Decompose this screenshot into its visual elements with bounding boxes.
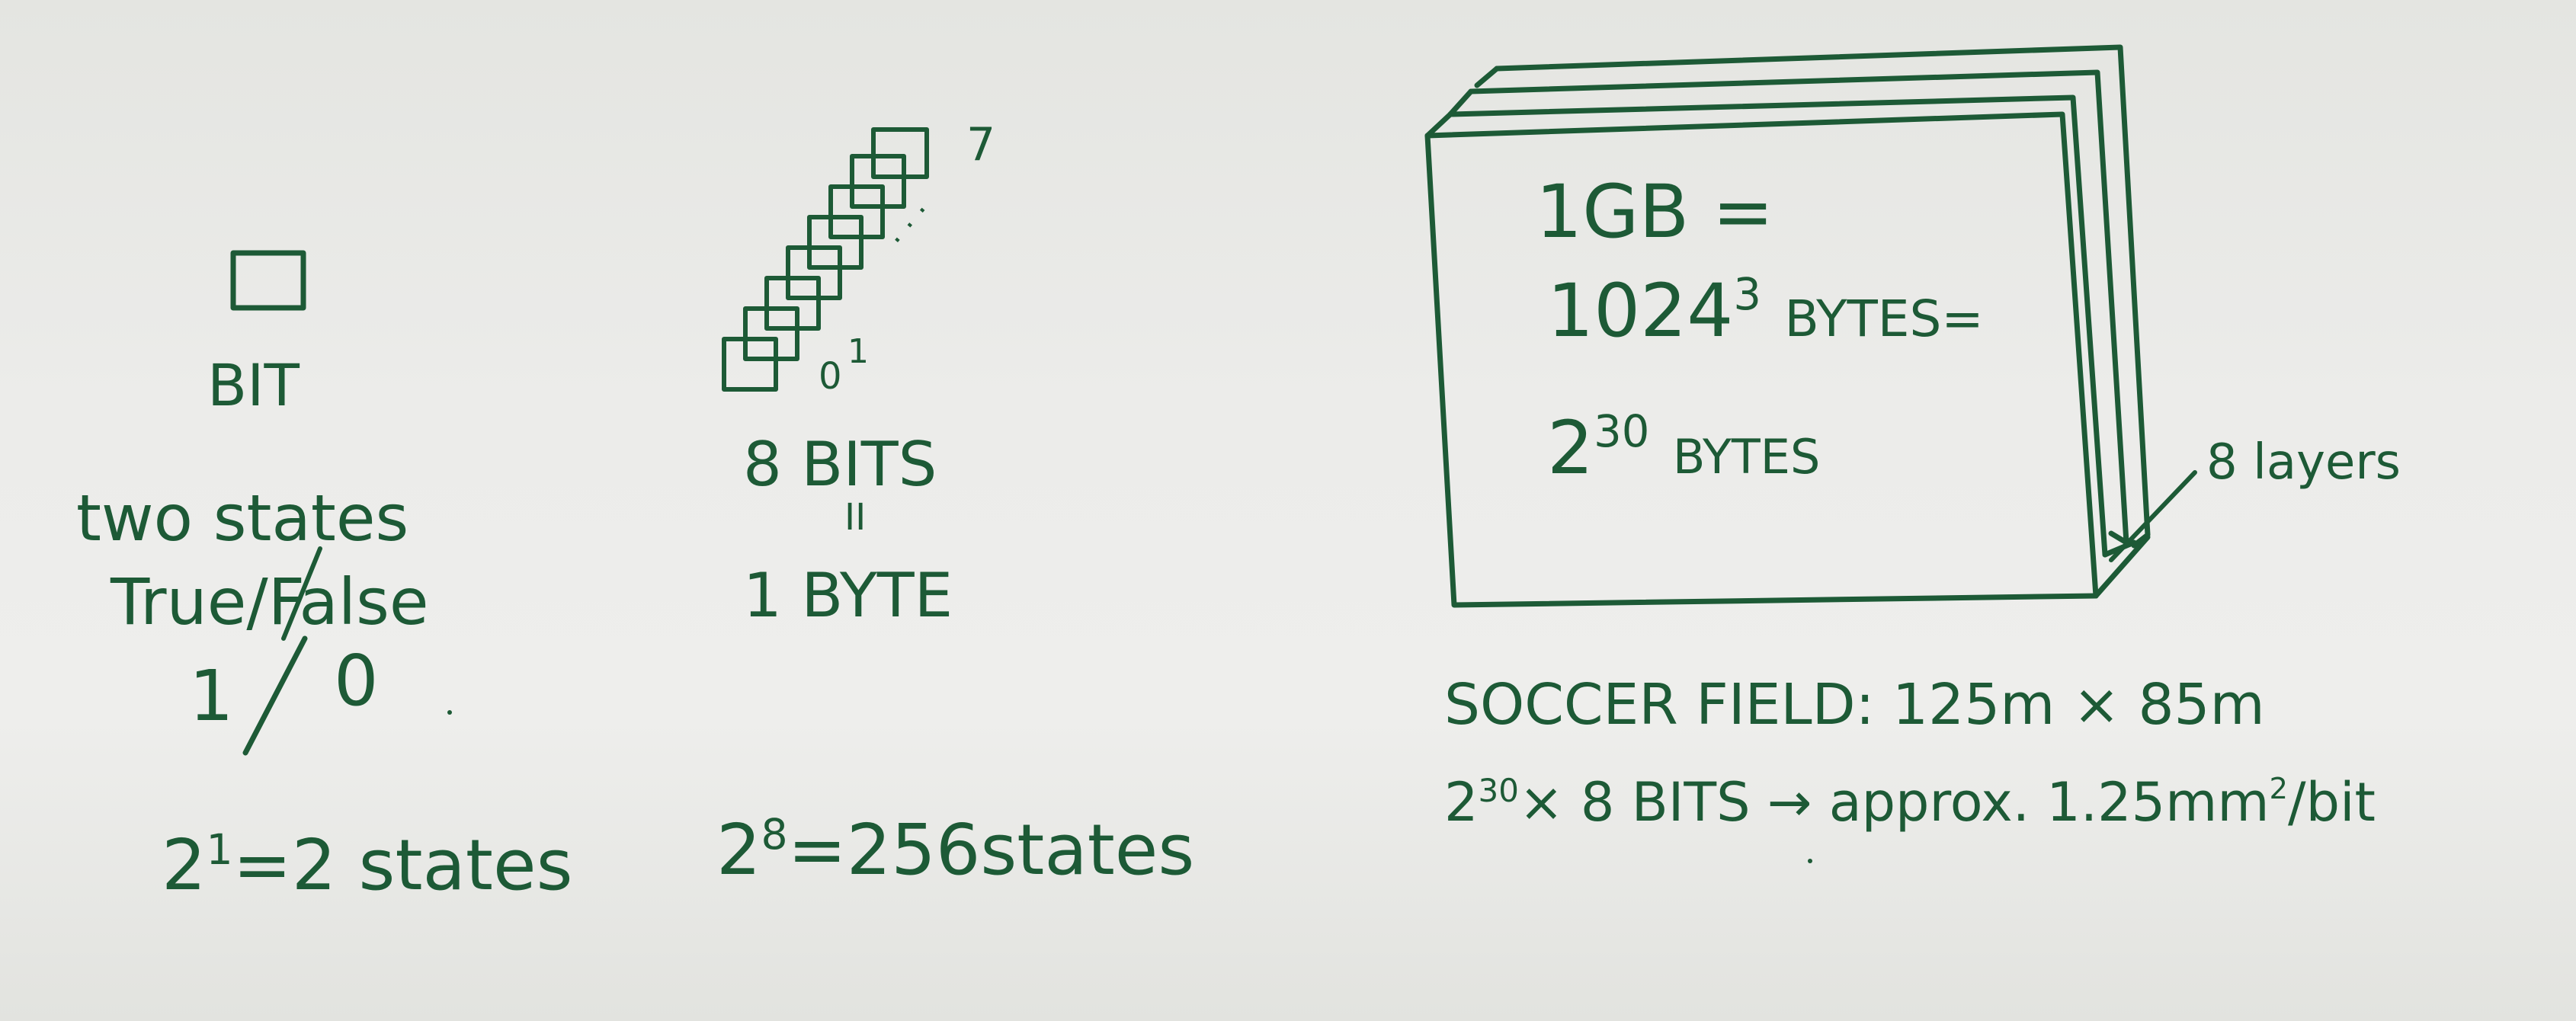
byte-formula-base: 2 xyxy=(716,809,761,891)
one-zero-slash xyxy=(242,635,308,756)
gb-line-3-exp: 30 xyxy=(1594,406,1650,458)
soccer-line-2-base: 2 xyxy=(1444,771,1479,834)
bit-one: 1 xyxy=(189,655,234,737)
gb-line-3-base: 2 xyxy=(1547,405,1594,491)
layers-label: 8 layers xyxy=(2206,434,2401,491)
byte-bottom-index-b: 1 xyxy=(847,332,869,371)
byte-equals: II xyxy=(844,496,867,539)
bit-formula: 21=2 states xyxy=(162,829,573,901)
gigabyte-layers-icon xyxy=(1424,44,2151,608)
byte-label: 1 BYTE xyxy=(743,560,953,631)
soccer-line-2: 230× 8 BITS → approx. 1.25mm2/bit xyxy=(1444,774,2376,829)
byte-bits-label: 8 BITS xyxy=(743,429,937,500)
gb-line-1: 1GB = xyxy=(1536,169,1774,254)
byte-formula: 28=256states xyxy=(716,814,1194,885)
gb-line-3: 230 BYTES xyxy=(1547,410,1821,485)
gb-line-2-rest: BYTES= xyxy=(1784,290,1984,348)
bit-two-states: two states xyxy=(76,481,409,555)
gb-line-2-base: 1024 xyxy=(1547,268,1734,354)
gb-line-3-rest: BYTES xyxy=(1672,429,1821,485)
bit-zero: 0 xyxy=(334,640,379,722)
paper-dot xyxy=(447,710,452,715)
soccer-line-1: SOCCER FIELD: 125m × 85m xyxy=(1444,672,2265,738)
byte-formula-rest: =256states xyxy=(787,809,1195,891)
byte-formula-exp: 8 xyxy=(761,810,788,859)
bit-square-icon xyxy=(230,250,306,311)
bit-label: BIT xyxy=(207,351,300,419)
byte-bottom-index: 0 xyxy=(819,355,842,398)
soccer-line-2-mid: × 8 BITS → approx. 1.25mm xyxy=(1519,771,2270,834)
soccer-line-2-exp2: 2 xyxy=(2269,772,2289,807)
bit-formula-exp: 1 xyxy=(206,825,233,875)
layers-pointer xyxy=(2109,470,2197,562)
byte-top-index: 7 xyxy=(966,118,996,171)
bit-true-false: True/False xyxy=(111,565,429,639)
gb-line-2: 10243 BYTES= xyxy=(1547,273,1984,348)
soccer-line-2-exp: 30 xyxy=(1478,771,1519,809)
paper-dot xyxy=(1808,859,1812,863)
true-false-slash xyxy=(281,546,322,641)
gb-line-2-exp: 3 xyxy=(1733,269,1761,321)
bit-formula-rest: =2 states xyxy=(232,824,573,906)
soccer-line-2-end: /bit xyxy=(2288,771,2376,834)
bit-formula-base: 2 xyxy=(162,824,207,906)
byte-stack-icon xyxy=(722,127,929,392)
